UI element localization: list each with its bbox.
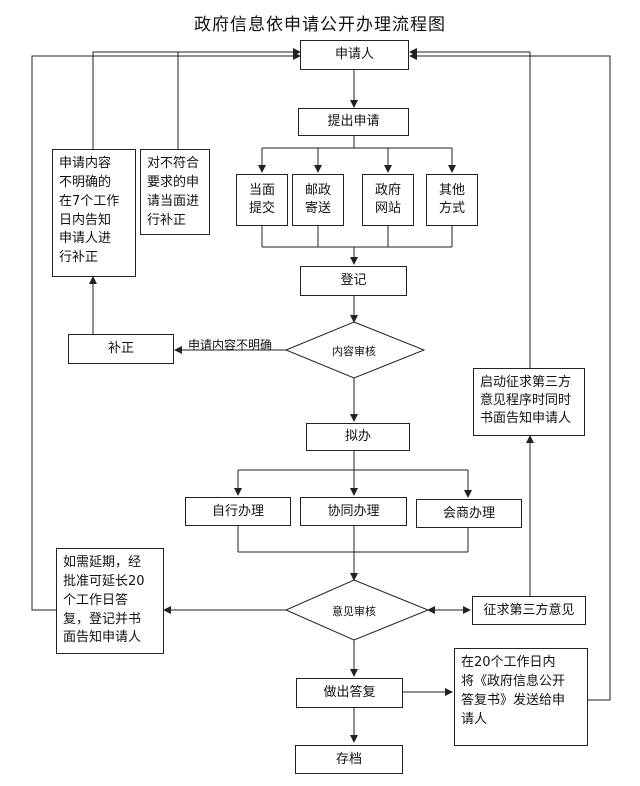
channel-website-box: 政府 网站 xyxy=(362,174,414,226)
consultation-handling-box: 会商办理 xyxy=(416,499,522,528)
unclear-content-label: 申请内容不明确 xyxy=(188,338,273,352)
third-party-notice-box: 启动征求第三方 意见程序时同时 书面告知申请人 xyxy=(473,368,585,436)
channel-mail-box: 邮政 寄送 xyxy=(292,174,344,226)
channel-in-person-box: 当面 提交 xyxy=(236,174,288,226)
self-handling-box: 自行办理 xyxy=(185,497,291,526)
content-review-label: 内容审核 xyxy=(332,345,376,358)
collaborative-handling-box: 协同办理 xyxy=(300,497,407,526)
register-box: 登记 xyxy=(300,266,407,296)
content-review-diamond xyxy=(284,321,426,379)
diagram-title: 政府信息依申请公开办理流程图 xyxy=(194,15,446,35)
applicant-box: 申请人 xyxy=(300,40,409,70)
opinion-review-label: 意见审核 xyxy=(332,605,376,618)
extension-notice-box: 如需延期，经 批准可延长20 个工作日答 复，登记并书 面告知申请人 xyxy=(56,548,164,654)
archive-box: 存档 xyxy=(295,745,403,774)
notify-unclear-box: 申请内容 不明确的 在7个工作 日内告知 申请人进 行补正 xyxy=(52,149,136,277)
submit-application-box: 提出申请 xyxy=(298,108,409,136)
supplement-box: 补正 xyxy=(68,334,174,364)
third-party-opinion-box: 征求第三方意见 xyxy=(472,596,586,625)
channel-other-box: 其他 方式 xyxy=(426,174,478,226)
draft-box: 拟办 xyxy=(306,423,410,451)
make-reply-box: 做出答复 xyxy=(296,678,403,708)
in-person-correction-box: 对不符合 要求的申 请当面进 行补正 xyxy=(140,149,210,235)
opinion-review-diamond xyxy=(284,579,430,641)
send-reply-box: 在20个工作日内 将《政府信息公开 答复书》发送给申 请人 xyxy=(454,648,588,746)
